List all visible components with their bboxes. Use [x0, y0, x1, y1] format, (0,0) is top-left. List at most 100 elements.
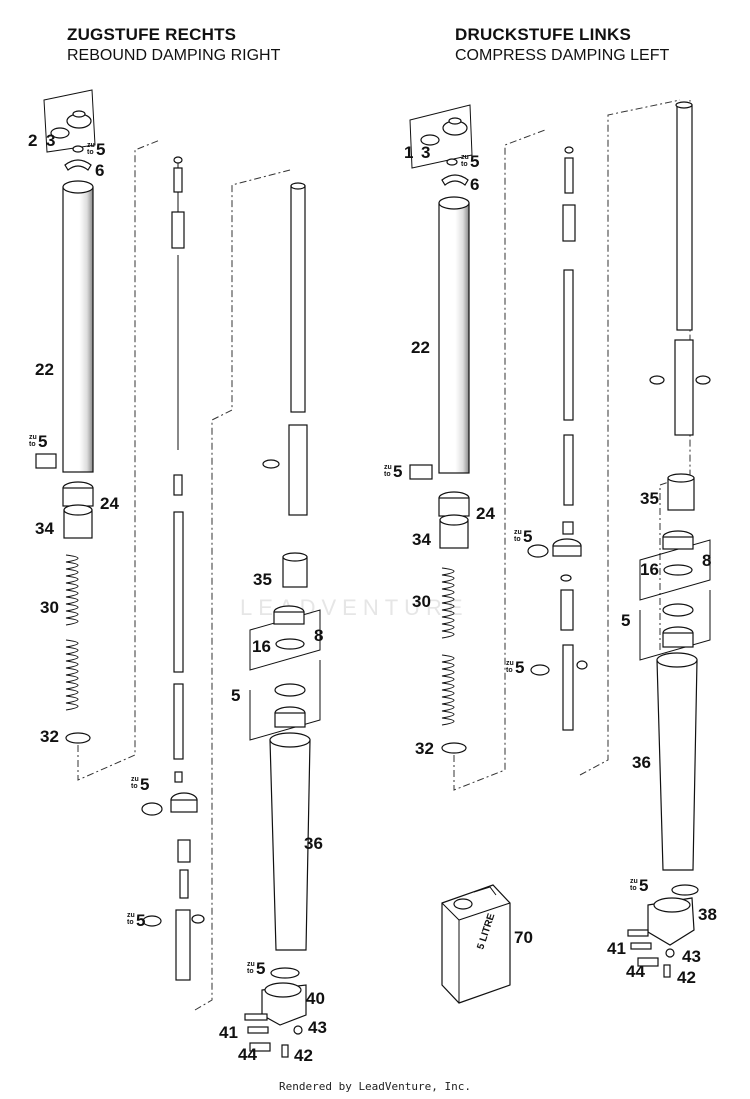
rod-valve — [173, 474, 183, 496]
seal-16-r — [662, 536, 694, 550]
header-right: DRUCKSTUFE LINKS COMPRESS DAMPING LEFT — [455, 25, 670, 64]
washer-5 — [274, 683, 306, 697]
ring-8-r — [663, 564, 693, 576]
label-r-24: 24 — [476, 504, 495, 523]
label-5d: 5 — [136, 911, 145, 930]
plate-44-r — [637, 957, 659, 967]
spring-seat — [65, 732, 91, 744]
header-right-title-en: COMPRESS DAMPING LEFT — [455, 46, 670, 64]
zu-5: zu — [247, 961, 255, 968]
circlip-r — [441, 174, 469, 186]
to-1: to — [87, 149, 94, 156]
cartridge-oring-r2 — [695, 375, 711, 385]
cartridge-valve — [288, 424, 308, 516]
oring-small — [191, 914, 205, 924]
to-r5: to — [630, 885, 637, 892]
seal-bracket-lower-r — [639, 590, 711, 661]
spacer-35-top-r — [667, 473, 695, 483]
label-5f: 5 — [256, 959, 265, 978]
rod-adjuster-r — [564, 157, 574, 194]
outer-tube-r — [438, 202, 470, 474]
bushing-24-body — [62, 487, 94, 507]
rod-end-r — [562, 204, 576, 242]
circlip — [64, 159, 92, 171]
shim-stack — [175, 909, 191, 981]
outer-tube — [62, 186, 94, 473]
label-r-3: 3 — [421, 143, 430, 162]
ring-8 — [275, 638, 305, 650]
label-r-44: 44 — [626, 962, 645, 981]
outer-tube-top — [62, 180, 94, 194]
label-40: 40 — [306, 989, 325, 1008]
inner-leg-top-r — [656, 652, 698, 668]
label-43: 43 — [308, 1018, 327, 1037]
label-r-32: 32 — [415, 739, 434, 758]
cartridge-tube — [290, 185, 306, 413]
rod-nut-r — [564, 146, 574, 154]
spring — [65, 554, 79, 711]
label-r-16: 16 — [640, 560, 659, 579]
axle-clamp-top — [264, 982, 302, 998]
label-r-1: 1 — [404, 143, 413, 162]
canister-edges — [441, 902, 511, 1003]
label-6: 6 — [95, 161, 104, 180]
label-r-5e: 5 — [621, 611, 630, 630]
cartridge-valve-r — [674, 339, 694, 436]
seal-bracket-lower — [249, 660, 321, 741]
bushing-34-top — [63, 504, 93, 516]
clip-left — [142, 915, 162, 927]
piston-ring-left — [141, 802, 163, 816]
clip-r — [530, 664, 550, 676]
zu-2: zu — [29, 434, 37, 441]
cap-bracket-r — [409, 104, 473, 169]
bushing-5 — [274, 712, 306, 728]
zu-r2: zu — [384, 464, 392, 471]
shim-stack-r — [562, 644, 574, 731]
rod-nut — [173, 156, 183, 164]
inner-leg-top — [269, 732, 311, 748]
label-8: 8 — [314, 626, 323, 645]
label-42: 42 — [294, 1046, 313, 1065]
label-r-8: 8 — [702, 551, 711, 570]
guide-line-1 — [77, 139, 161, 781]
canister-cap — [453, 898, 473, 910]
plate-44 — [249, 1042, 271, 1052]
label-r-38: 38 — [698, 905, 717, 924]
label-r-41: 41 — [607, 939, 626, 958]
guide-line-r2 — [579, 99, 681, 776]
spacer-35-top — [282, 552, 308, 562]
left-assembly: 2 3 zu to 5 6 22 zu to 5 24 34 30 32 zu … — [28, 89, 327, 1065]
label-r-42: 42 — [677, 968, 696, 987]
header-left-title-de: ZUGSTUFE RECHTS — [67, 25, 237, 44]
label-5a: 5 — [96, 140, 105, 159]
cartridge-top-r — [675, 101, 693, 109]
damper-tube-r-lower — [563, 434, 574, 506]
spacer-35-r — [667, 477, 695, 511]
right-assembly: 5 LITRE 1 3 zu to 5 6 22 zu to 5 24 34 z… — [384, 99, 717, 1004]
label-r-36: 36 — [632, 753, 651, 772]
cartridge-tube-r — [676, 104, 693, 331]
damper-tube-upper — [173, 511, 184, 673]
fork-cap-top-r — [448, 117, 462, 125]
to-2: to — [29, 441, 36, 448]
piston-ring-r — [527, 544, 549, 558]
piston-body-r — [552, 545, 582, 557]
label-r-6: 6 — [470, 175, 479, 194]
seal-ring — [72, 145, 84, 153]
oil-canister: 5 LITRE — [441, 884, 511, 1004]
zu-r1: zu — [461, 154, 469, 161]
valve-stack — [179, 869, 189, 899]
damper-tube-r-upper — [563, 269, 574, 421]
rod-adjuster — [173, 167, 183, 193]
footer-credit: Rendered by LeadVenture, Inc. — [278, 1080, 472, 1093]
label-r-70: 70 — [514, 928, 533, 947]
spring-seat-r — [441, 742, 467, 754]
rod-guide-r — [562, 521, 574, 535]
screw-42-r — [663, 964, 671, 978]
spring-r — [441, 567, 455, 726]
rod-end — [171, 211, 185, 249]
inner-leg-r — [656, 659, 698, 871]
header-left: ZUGSTUFE RECHTS REBOUND DAMPING RIGHT — [67, 25, 280, 64]
label-r-34: 34 — [412, 530, 431, 549]
